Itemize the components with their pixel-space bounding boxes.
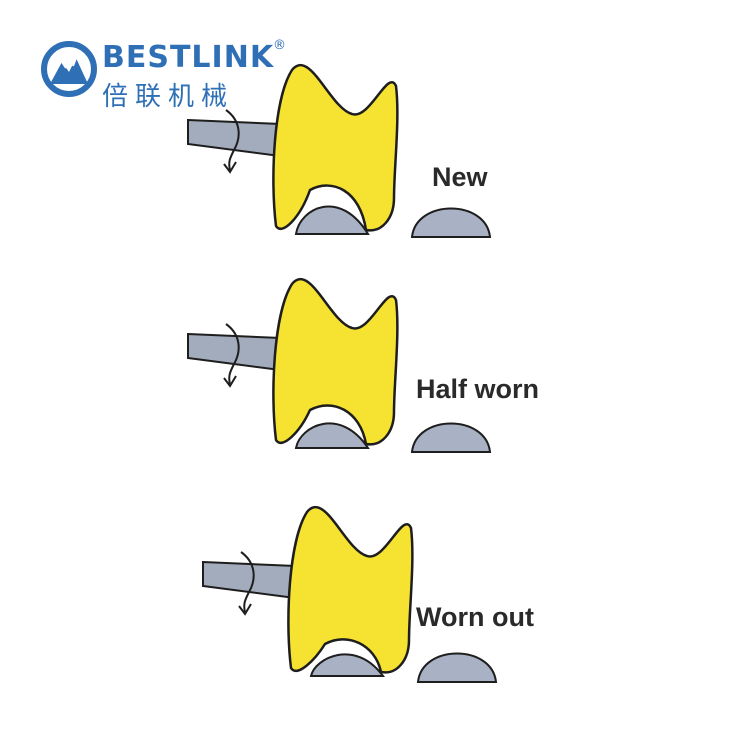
rotation-arrow-icon	[225, 323, 240, 385]
grinding-cup-body	[272, 278, 399, 446]
arrow-head-icon	[223, 375, 237, 388]
grinding-cup-body	[287, 506, 414, 674]
stage-worn-out	[202, 506, 414, 677]
button-in-cup	[309, 653, 385, 677]
button-profile-worn-out	[416, 652, 498, 683]
stage-label-new: New	[432, 162, 488, 192]
arrow-head-icon	[223, 161, 237, 174]
registered-mark: ®	[273, 38, 286, 53]
stage-new	[187, 64, 399, 235]
button-profile-new	[410, 207, 492, 238]
button-in-cup	[294, 422, 370, 449]
rotation-arrow-icon	[225, 109, 240, 171]
bestlink-logo: BESTLINK ® 倍联机械	[40, 38, 300, 112]
stage-label-worn-out: Worn out	[416, 602, 534, 632]
rotation-arrow-icon	[240, 551, 255, 613]
brand-name: BESTLINK	[102, 40, 275, 75]
button-profile-half-worn	[410, 422, 492, 453]
grinding-cup-body	[272, 64, 399, 232]
arrow-head-icon	[238, 603, 252, 616]
stage-half-worn	[187, 278, 399, 449]
bestlink-mountain-icon	[41, 41, 97, 97]
stage-label-half-worn: Half worn	[416, 374, 540, 404]
button-in-cup	[294, 205, 370, 235]
brand-chinese-name: 倍联机械	[102, 82, 235, 112]
